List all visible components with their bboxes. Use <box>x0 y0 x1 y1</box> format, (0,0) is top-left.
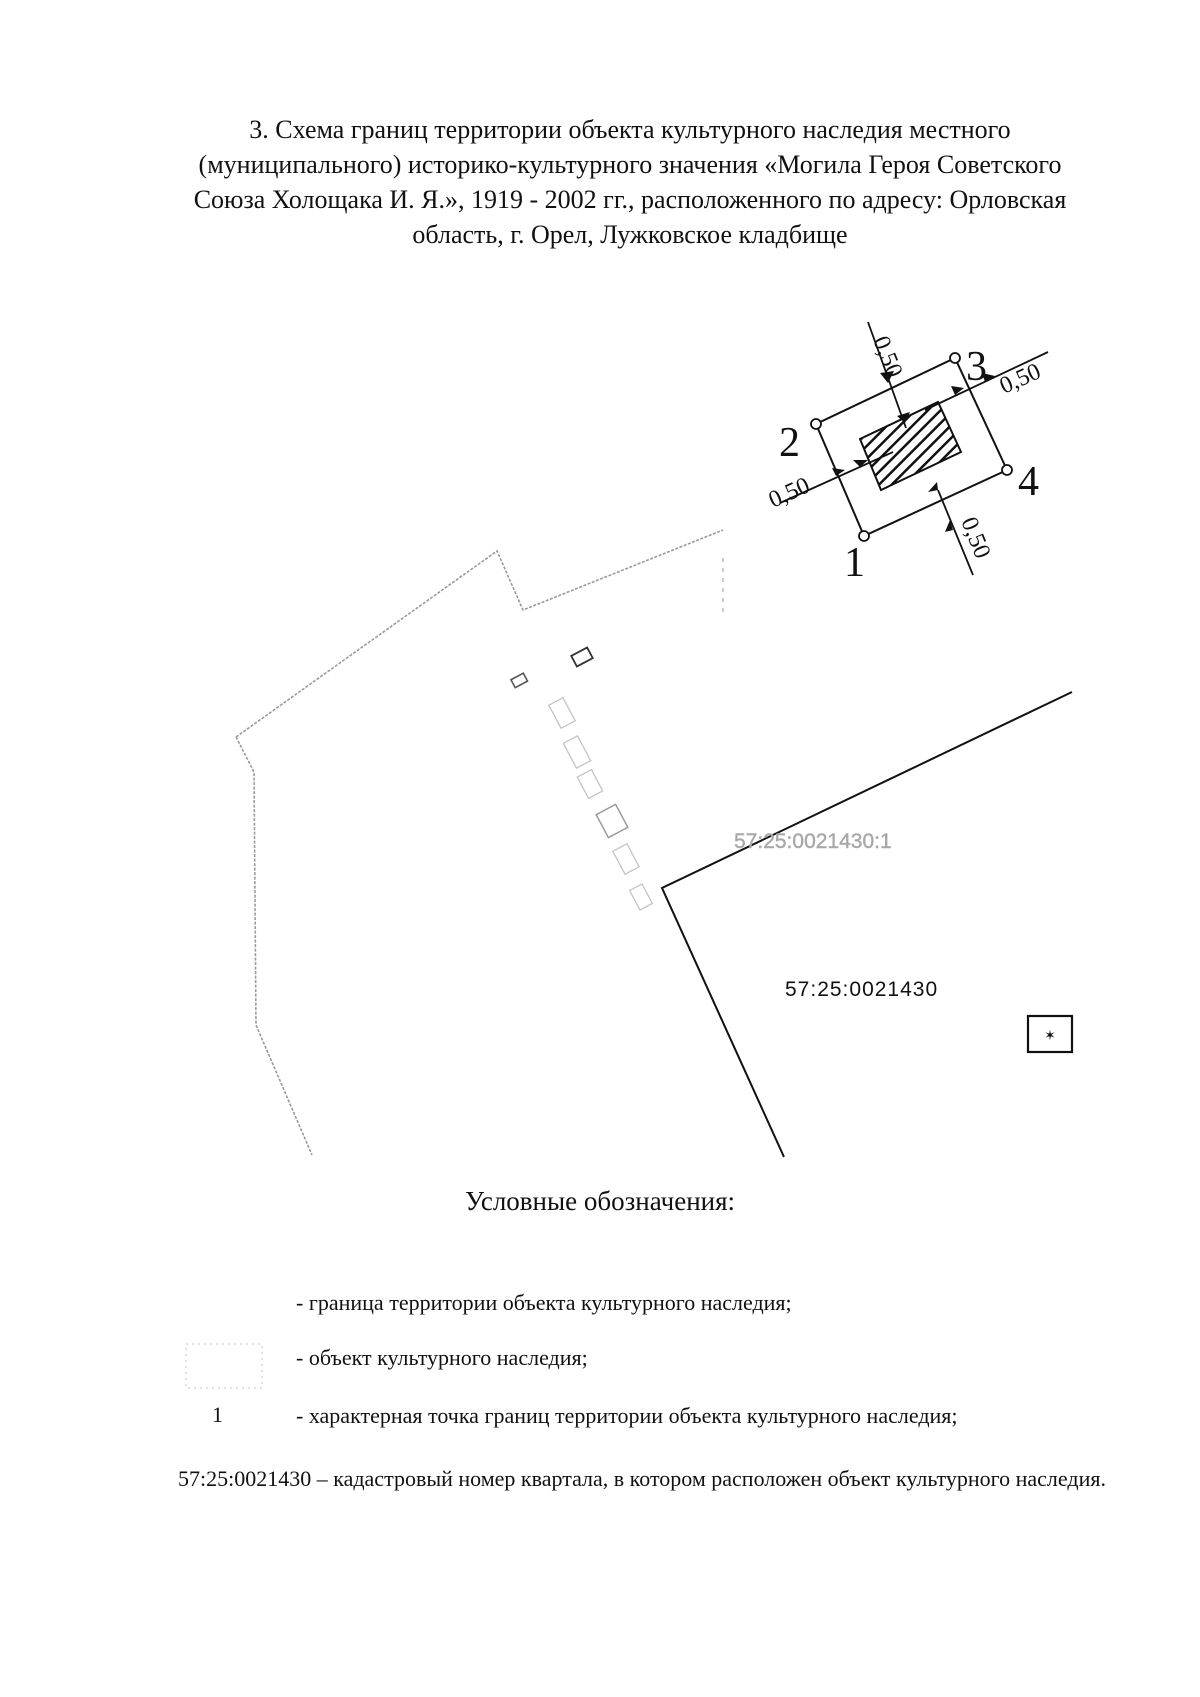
cadastral-parcel-label: 57:25:0021430:1 <box>734 830 892 853</box>
marker-icon: ✶ <box>1044 1028 1056 1044</box>
dimension-top: 0,50 <box>867 333 907 382</box>
faint-structure <box>595 803 629 839</box>
point-label-4: 4 <box>1018 459 1039 505</box>
title-line-3: Союза Холощака И. Я.», 1919 - 2002 гг., … <box>193 185 1067 214</box>
cadastral-note: 57:25:0021430 – кадастровый номер кварта… <box>178 1466 1106 1491</box>
legend-heritage-object-swatch <box>185 1343 263 1389</box>
title-line-4: область, г. Орел, Лужковское кладбище <box>412 220 848 249</box>
quarter-boundary <box>660 691 1073 1158</box>
boundary-points <box>810 352 1013 542</box>
faint-structure <box>570 646 594 668</box>
legend-point-sample: 1 <box>212 1402 223 1427</box>
faint-structure-strip <box>547 696 654 911</box>
title-line-2: (муниципального) историко-культурного зн… <box>198 150 1062 179</box>
legend-item-boundary: - граница территории объекта культурного… <box>296 1290 792 1315</box>
cadastral-quarter-label: 57:25:0021430 <box>785 978 938 1001</box>
legend-item-object: - объект культурного наследия; <box>296 1345 588 1370</box>
point-label-2: 2 <box>779 420 800 466</box>
cemetery-outline <box>235 529 724 738</box>
dimension-left: 0,50 <box>765 473 814 514</box>
point-label-3: 3 <box>966 344 987 390</box>
title-line-1: 3. Схема границ территории объекта культ… <box>249 115 1011 144</box>
dimension-arrows <box>832 371 995 532</box>
cemetery-outline-left <box>235 736 313 1156</box>
legend-title: Условные обозначения: <box>464 1186 736 1216</box>
document-title: 3. Схема границ территории объекта культ… <box>180 112 1080 252</box>
dimension-bottom: 0,50 <box>955 514 995 563</box>
legend-item-point: - характерная точка границ территории об… <box>296 1403 958 1428</box>
marker-box <box>1026 1014 1074 1054</box>
faint-structure <box>509 672 529 689</box>
heritage-object <box>858 400 963 492</box>
dimension-right: 0,50 <box>996 359 1045 400</box>
point-label-1: 1 <box>844 540 865 586</box>
